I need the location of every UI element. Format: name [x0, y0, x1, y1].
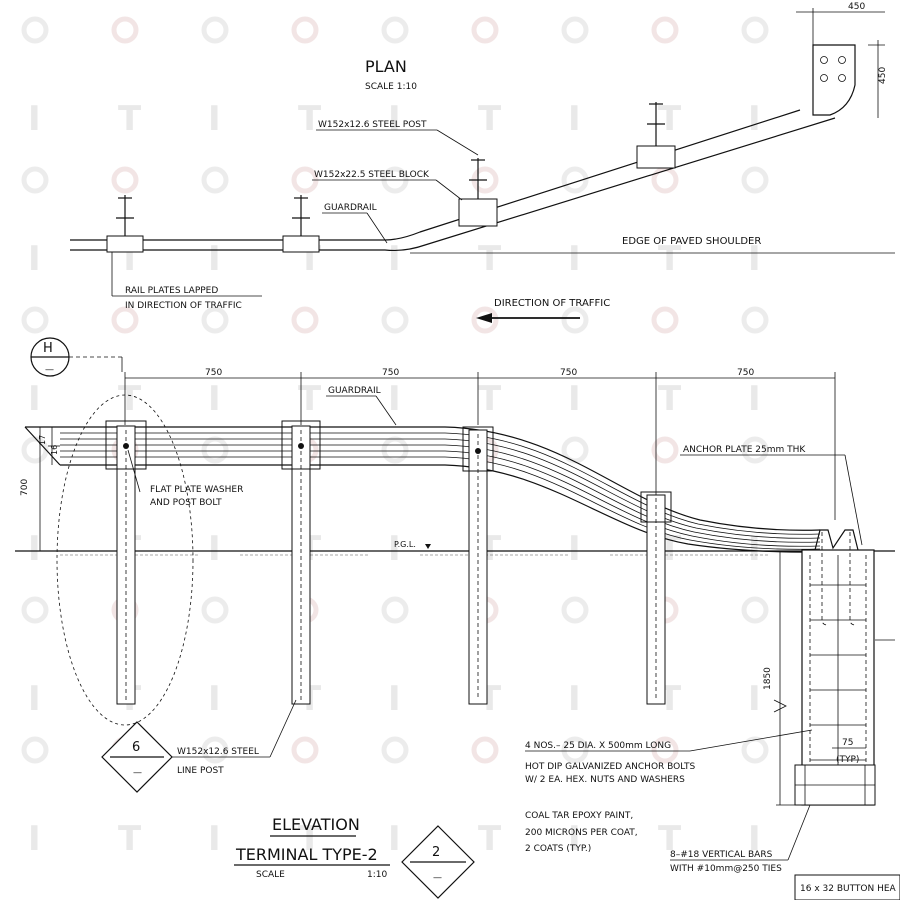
anchor-plate-leader: [680, 454, 863, 546]
dim-1850: 1850: [763, 667, 773, 690]
spacing-dimension-line: [124, 372, 836, 520]
plan-guardrail-label: GUARDRAIL: [324, 203, 377, 213]
svg-text:T: T: [658, 99, 682, 139]
elevation-guardrail-label: GUARDRAIL: [328, 386, 381, 396]
elevation-scale-value: 1:10: [367, 870, 387, 880]
pgl-marker: [425, 544, 431, 549]
paint-note-1: COAL TAR EPOXY PAINT,: [525, 811, 633, 821]
plan-title: PLAN: [365, 57, 407, 76]
plan-post-2: [282, 195, 320, 253]
svg-text:I: I: [208, 99, 221, 139]
svg-text:T: T: [478, 99, 502, 139]
section-marker-h: [30, 337, 123, 377]
elevation-post-4: [640, 491, 672, 705]
elevation-post-3: [462, 426, 494, 705]
plan-dim-side: 450: [878, 67, 888, 84]
washer-label-1: FLAT PLATE WASHER: [150, 485, 243, 495]
svg-text:I: I: [568, 99, 581, 139]
leader-steel-block: [435, 179, 463, 201]
direction-label: DIRECTION OF TRAFFIC: [494, 298, 610, 309]
elevation-post-2: [281, 420, 321, 705]
section-marker-h-top: H: [43, 341, 53, 356]
button-head-label: 16 x 32 BUTTON HEA: [800, 884, 897, 894]
svg-text:I: I: [28, 99, 41, 139]
detail-callout-ellipse: [56, 394, 194, 726]
bolts-note-1: 4 NOS.– 25 DIA. X 500mm LONG: [525, 741, 671, 751]
height-dimension-lines: [36, 426, 60, 552]
notes-leaders: [525, 729, 813, 861]
dim-typ: (TYP): [836, 755, 859, 765]
detail-marker-6-top: 6: [132, 740, 140, 755]
lower-detail-box: [794, 764, 900, 900]
bolts-note-2: HOT DIP GALVANIZED ANCHOR BOLTS: [525, 762, 696, 772]
leader-steel-post: [436, 129, 479, 156]
spacing-4: 750: [737, 368, 754, 378]
svg-text:I: I: [748, 99, 761, 139]
leader-plan-guardrail: [366, 212, 388, 244]
steel-post-label: W152x12.6 STEEL POST: [318, 120, 427, 130]
dim-16: 16: [50, 445, 59, 455]
detail-marker-6: [101, 721, 173, 793]
svg-text:T: T: [298, 99, 322, 139]
plan-anchor-plate: [796, 8, 885, 118]
washer-label-2: AND POST BOLT: [150, 498, 222, 508]
section-marker-h-bottom: —: [45, 365, 54, 375]
spacing-1: 750: [205, 368, 222, 378]
bars-note-2: WITH #10mm@250 TIES: [670, 864, 782, 874]
direction-arrow: [476, 313, 580, 323]
lapped-label-1: RAIL PLATES LAPPED: [125, 286, 218, 296]
plan-post-4: [636, 102, 676, 169]
dim-75: 75: [842, 738, 853, 748]
plan-guardrail: [70, 109, 836, 252]
line-post-label-1: W152x12.6 STEEL: [177, 747, 259, 757]
detail-marker-2: [401, 825, 475, 899]
plan-scale: SCALE 1:10: [365, 82, 417, 92]
bars-note-1: 8–#18 VERTICAL BARS: [670, 850, 773, 860]
lapped-label-2: IN DIRECTION OF TRAFFIC: [125, 301, 242, 311]
line-post-label-2: LINE POST: [177, 766, 224, 776]
detail-marker-2-top: 2: [432, 845, 440, 860]
spacing-2: 750: [382, 368, 399, 378]
steel-block-label: W152x22.5 STEEL BLOCK: [314, 170, 430, 180]
pgl-label: P.G.L.: [394, 540, 416, 549]
washer-leader: [127, 449, 141, 493]
plan-post-1: [106, 195, 144, 253]
plan-dim-top: 450: [848, 2, 865, 12]
anchor-plate-label: ANCHOR PLATE 25mm THK: [683, 445, 806, 455]
elevation-post-1: [105, 420, 147, 705]
detail-marker-2-bottom: —: [433, 873, 442, 883]
anchor-concrete-block: [801, 529, 895, 806]
elevation-subtitle: TERMINAL TYPE-2: [235, 845, 378, 864]
paint-note-3: 2 COATS (TYP.): [525, 844, 591, 854]
plan-post-3: [458, 158, 498, 227]
detail-marker-6-bottom: —: [133, 768, 142, 778]
paint-note-2: 200 MICRONS PER COAT,: [525, 828, 638, 838]
elevation-scale-label: SCALE: [256, 870, 285, 880]
spacing-3: 750: [560, 368, 577, 378]
dim-17: 17: [38, 435, 47, 445]
edge-of-shoulder-label: EDGE OF PAVED SHOULDER: [622, 236, 761, 247]
elevation-title: ELEVATION: [272, 815, 360, 834]
svg-text:T: T: [118, 99, 142, 139]
svg-text:I: I: [388, 99, 401, 139]
bolts-note-3: W/ 2 EA. HEX. NUTS AND WASHERS: [525, 775, 685, 785]
dim-700: 700: [20, 479, 30, 496]
